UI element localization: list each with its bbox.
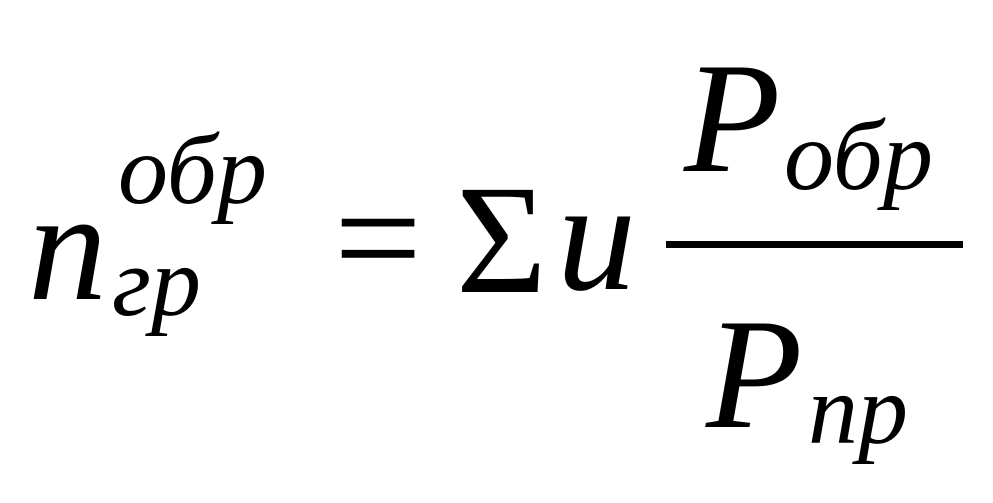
equals-sign: = — [334, 151, 422, 324]
lhs-subscript: гр — [112, 226, 202, 337]
factor-u: u — [557, 149, 636, 324]
sum-symbol: Σ — [456, 153, 547, 326]
denominator-subscript: пр — [808, 354, 908, 465]
numerator-subscript: обр — [784, 100, 933, 211]
numerator-symbol: P — [684, 31, 781, 206]
lhs-symbol: n — [28, 159, 107, 334]
fraction-bar — [666, 241, 963, 248]
denominator-symbol: P — [706, 287, 803, 462]
lhs-superscript: обр — [118, 114, 267, 225]
